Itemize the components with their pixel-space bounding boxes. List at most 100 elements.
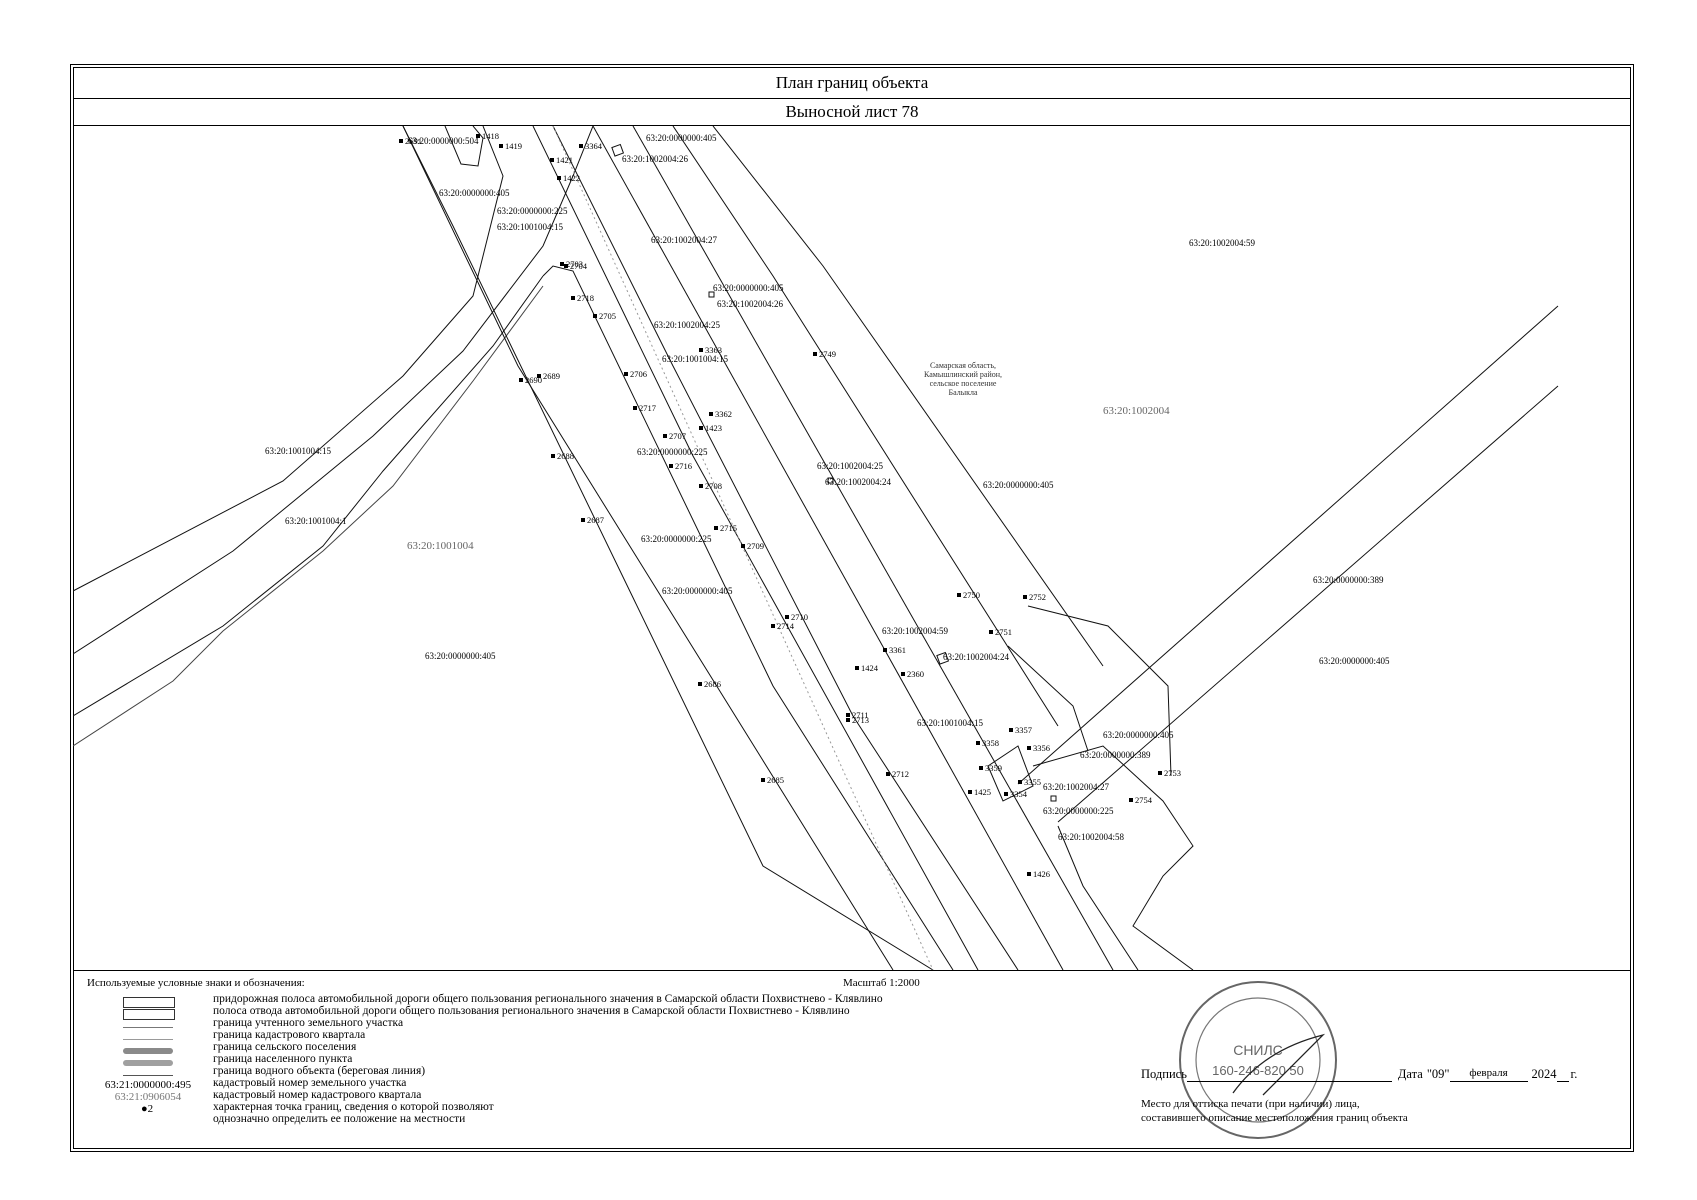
legend-symbol-right-of-way	[123, 1009, 175, 1020]
boundary-line	[672, 126, 1059, 727]
boundary-point-label: 2709	[747, 541, 764, 551]
boundary-line	[532, 126, 979, 970]
date-day: "09"	[1426, 1067, 1450, 1081]
boundary-point-label: 2750	[963, 590, 980, 600]
boundary-point-marker	[699, 484, 703, 488]
parcel-label: 63:20:0000000:405	[662, 586, 733, 596]
parcel-label: 63:20:0000000:225	[641, 534, 712, 544]
legend-code-parcel: 63:21:0000000:495	[104, 1079, 192, 1091]
boundary-line	[1057, 825, 1139, 970]
boundary-point-marker	[593, 314, 597, 318]
boundary-point-marker	[699, 426, 703, 430]
boundary-point-label: 2703	[566, 259, 583, 269]
parcel-label: 63:20:0000000:405	[425, 651, 496, 661]
parcel-label: 63:20:1002004:25	[654, 320, 721, 330]
sheet-title-text: Выносной лист 78	[785, 102, 919, 121]
parcel-label: 63:20:0000000:225	[1043, 806, 1114, 816]
boundary-point-marker	[519, 378, 523, 382]
boundary-point-marker	[537, 374, 541, 378]
parcel-outline	[827, 477, 834, 484]
boundary-point-marker	[1158, 771, 1162, 775]
boundary-point-label: 2752	[1029, 592, 1046, 602]
boundary-point-label: 2688	[557, 451, 574, 461]
parcel-label: 63:20:1002004:59	[1189, 238, 1256, 248]
boundary-point-marker	[579, 144, 583, 148]
stamp-note: Место для оттиска печати (при наличии) л…	[1141, 1097, 1408, 1125]
boundary-point-label: 3356	[1033, 743, 1050, 753]
boundary-point-label: 3358	[982, 738, 999, 748]
legend-code-quarter: 63:21:0906054	[114, 1091, 182, 1103]
legend-item: полоса отвода автомобильной дороги общег…	[213, 1005, 850, 1017]
legend-item: однозначно определить ее положение на ме…	[213, 1113, 466, 1125]
boundary-line	[632, 126, 1114, 970]
boundary-line	[402, 126, 894, 970]
boundary-point-marker	[571, 296, 575, 300]
boundary-point-marker	[813, 352, 817, 356]
boundary-point-marker	[976, 741, 980, 745]
boundary-point-marker	[699, 348, 703, 352]
parcel-outline	[444, 126, 484, 167]
parcel-label: 63:20:0000000:504	[408, 136, 479, 146]
boundary-point-label: 2713	[852, 715, 869, 725]
boundary-line	[1007, 645, 1089, 752]
boundary-point-label: 2711	[852, 710, 869, 720]
boundary-point-marker	[564, 264, 568, 268]
parcel-label: 63:20:1002004:59	[882, 626, 949, 636]
parcel-label: 63:20:1002004:58	[1058, 832, 1125, 842]
boundary-point-label: 2704	[570, 261, 588, 271]
parcel-label: 63:20:1001004:15	[497, 222, 564, 232]
boundary-point-marker	[771, 624, 775, 628]
parcel-label: 63:20:1002004:27	[1043, 782, 1110, 792]
boundary-point-marker	[1018, 780, 1022, 784]
parcel-label: 63:20:0000000:405	[1103, 730, 1174, 740]
boundary-point-marker	[1027, 872, 1031, 876]
parcel-outline	[936, 651, 950, 665]
signature-stroke	[1232, 1033, 1326, 1096]
signature-line	[1186, 1067, 1392, 1082]
boundary-point-label: 1425	[974, 787, 991, 797]
settlement-note-line: Балыкла	[948, 388, 977, 397]
legend-item: граница водного объекта (береговая линия…	[213, 1065, 426, 1077]
parcel-label: 63:20:0000000:389	[1080, 750, 1151, 760]
boundary-point-marker	[979, 766, 983, 770]
boundary-point-label: 2718	[577, 293, 594, 303]
boundary-point-label: 1419	[505, 141, 522, 151]
legend-symbol-parcel	[123, 1027, 173, 1028]
legend-point-symbol: ●2	[141, 1103, 154, 1115]
date-year: 2024	[1531, 1067, 1557, 1081]
boundary-line	[1032, 745, 1194, 970]
boundary-point-label: 2685	[767, 775, 784, 785]
boundary-point-marker	[785, 615, 789, 619]
legend-symbol-quarter	[123, 1039, 173, 1040]
boundary-point-label: 2708	[705, 481, 722, 491]
boundary-line	[402, 126, 934, 970]
seal-number: 160-246-820 50	[1212, 1063, 1304, 1078]
sheet-title: Выносной лист 78	[73, 99, 1631, 126]
legend-symbol-rural-settlement	[123, 1048, 173, 1054]
legend-item: граница кадастрового квартала	[213, 1029, 366, 1041]
boundary-point-marker	[476, 134, 480, 138]
parcel-label: 63:20:1002004:25	[817, 461, 884, 471]
outer-frame	[70, 64, 1634, 1152]
parcel-label: 63:20:0000000:405	[713, 283, 784, 293]
boundary-point-label: 2751	[995, 627, 1012, 637]
boundary-point-label: 2716	[675, 461, 692, 471]
boundary-line	[73, 285, 544, 747]
inner-frame	[73, 67, 1631, 1149]
parcel-outline	[1050, 795, 1057, 802]
boundary-point-label: 2689	[543, 371, 560, 381]
boundary-point-label: 1418	[482, 131, 499, 141]
parcel-label: 63:20:0000000:405	[646, 133, 717, 143]
boundary-point-label: 2754	[1135, 795, 1153, 805]
boundary-point-marker	[855, 666, 859, 670]
legend-item: кадастровый номер земельного участка	[213, 1077, 407, 1089]
sign-label: Подпись	[1141, 1067, 1187, 1081]
parcel-label: 63:20:1002004:27	[651, 235, 718, 245]
boundary-point-marker	[663, 434, 667, 438]
boundary-line	[542, 265, 954, 970]
boundary-point-marker	[968, 790, 972, 794]
boundary-point-label: 3362	[715, 409, 732, 419]
boundary-point-marker	[624, 372, 628, 376]
boundary-point-marker	[557, 176, 561, 180]
